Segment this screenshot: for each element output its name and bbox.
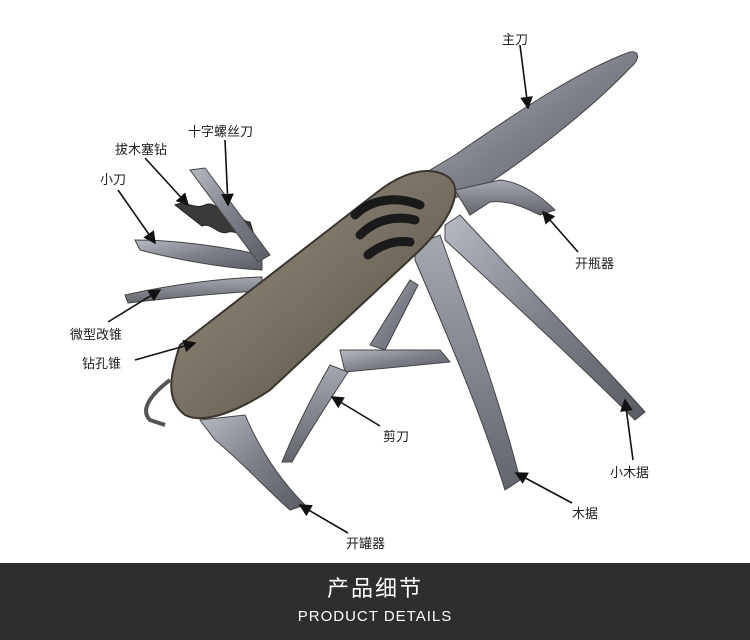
handle-grip-slot <box>350 195 425 220</box>
main-blade <box>429 51 638 201</box>
label-mini-screwdriver: 微型改锥 <box>70 328 123 343</box>
handle-grip-slot <box>355 213 420 240</box>
scissors-spring <box>369 279 419 351</box>
scissors-blade <box>281 364 349 463</box>
label-phillips-screwdriver: 十字螺丝刀 <box>188 125 254 140</box>
small-saw-tool <box>444 214 646 421</box>
small-blade-tool <box>134 239 263 271</box>
footer-banner: 产品细节 PRODUCT DETAILS <box>0 563 750 640</box>
label-corkscrew: 拔木塞钻 <box>115 143 168 158</box>
footer-title-chinese: 产品细节 <box>326 577 423 602</box>
knife-handle <box>170 170 457 420</box>
label-awl: 钻孔锥 <box>82 357 122 372</box>
scissors-tool <box>339 349 451 373</box>
handle-grip-slot <box>363 237 415 260</box>
can-opener-tool <box>199 414 306 511</box>
label-wood-saw: 木据 <box>572 507 599 522</box>
label-scissors: 剪刀 <box>383 430 410 445</box>
knife-photo <box>107 44 646 534</box>
label-small-saw: 小木据 <box>610 466 650 481</box>
label-small-blade: 小刀 <box>100 173 127 188</box>
label-main-blade: 主刀 <box>502 33 529 48</box>
footer-title-english: PRODUCT DETAILS <box>297 608 453 625</box>
label-can-opener: 开罐器 <box>346 537 386 552</box>
phillips-screwdriver-tool <box>189 167 271 263</box>
label-bottle-opener: 开瓶器 <box>575 257 615 272</box>
